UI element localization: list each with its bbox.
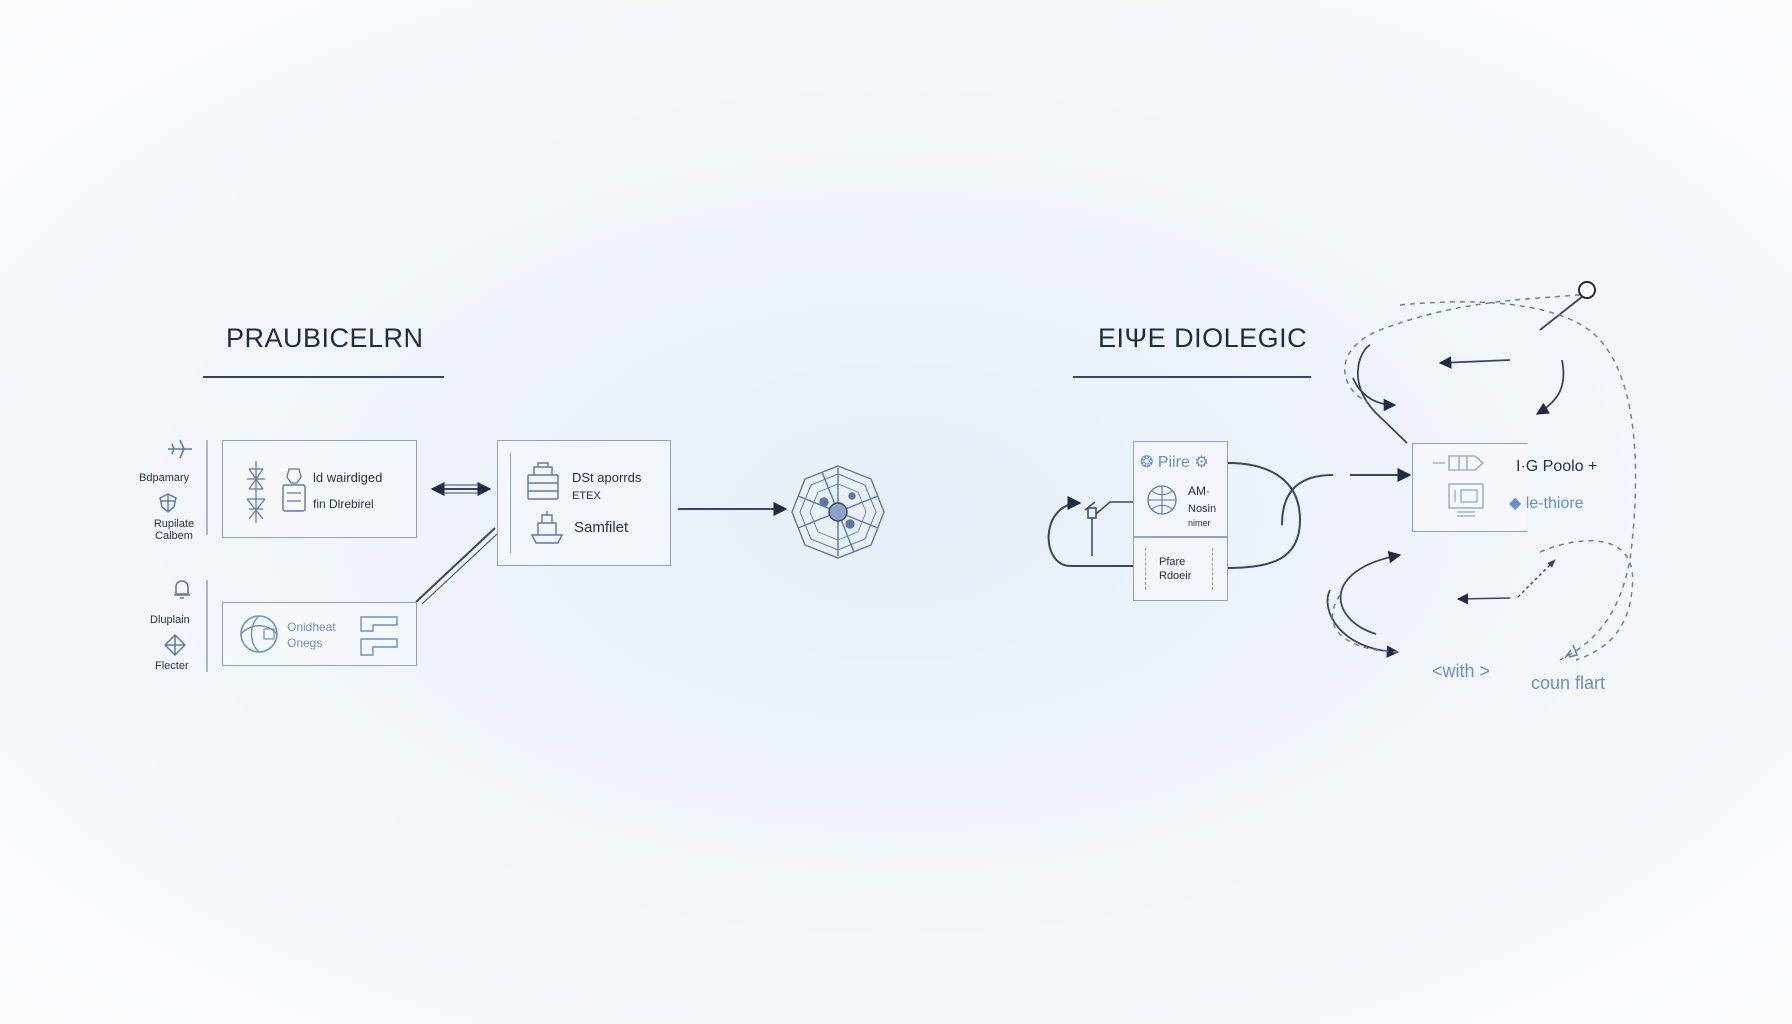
bottom-label-right: coun flart (1531, 673, 1606, 693)
stack-icon (527, 462, 559, 500)
bell-icon (174, 580, 190, 599)
web-node-icon (791, 465, 885, 559)
left-panel-title: PRAUBICELRN (226, 323, 424, 353)
terminal-icon (1448, 483, 1484, 517)
server-icon (360, 616, 398, 656)
plane-icon (168, 439, 192, 459)
satellite-icon (1433, 455, 1484, 471)
dashed-loops (1331, 293, 1637, 661)
output-box (1412, 443, 1527, 532)
box-c-line2: ETEX (572, 490, 601, 502)
box-a-line1: ld wairdiged (313, 470, 383, 485)
loop-end-circle (1578, 281, 1596, 299)
left-connectors (206, 440, 788, 672)
stack-top-label3: Nosin (1188, 503, 1217, 515)
output-line1: I·G Poolo + (1516, 458, 1598, 475)
globe-icon (240, 615, 278, 653)
right-panel-title: EIΨE DIOLEGIC (1098, 323, 1308, 353)
diagonal-connector (415, 527, 496, 603)
left-loop (1047, 496, 1134, 567)
node-box-b: Onidheat Onegs (222, 602, 417, 666)
diamond-icon (164, 634, 186, 656)
stack-top-label1: ❂ Piire ⚙ (1140, 454, 1209, 471)
stack-bottom-line1: Pfare (1159, 556, 1186, 568)
node-box-c: DSt aporrds ETEX Samfilet (497, 440, 671, 566)
stack-top-label4: nimer (1188, 518, 1211, 528)
output-line2-text: le-thiore (1525, 495, 1584, 512)
box-b-line2: Onegs (287, 636, 323, 650)
hand-icon (1564, 644, 1579, 659)
box-c-line1: DSt aporrds (572, 470, 642, 485)
stack-bracket (1227, 462, 1302, 569)
box-a-line2: fin Dlrebirel (313, 497, 374, 511)
loop-bottom (1339, 550, 1402, 635)
pillar-icon (282, 468, 306, 512)
ship-icon (530, 511, 564, 544)
left-title-rule (203, 376, 444, 378)
drop-icon: ◆ (1509, 495, 1522, 512)
box-c-divider (510, 453, 511, 553)
side-label-bottom-a: Dluplain (150, 614, 190, 626)
tower-icon (246, 461, 266, 523)
node-box-a: ld wairdiged fin Dlrebirel (222, 440, 417, 538)
box-b-line1: Onidheat (287, 620, 336, 634)
stack-bottom-line2: Rdoeir (1159, 570, 1192, 582)
globe-icon-small (1147, 485, 1177, 515)
stack-bottom-tick-right (1212, 548, 1214, 590)
leaf-icon: ❂ (1140, 454, 1154, 471)
bottom-label-left: <with > (1432, 661, 1491, 681)
right-connectors (1047, 295, 1584, 658)
stack-box-top: ❂ Piire ⚙ AM· Nosin nimer (1133, 441, 1228, 537)
stack-top-label2: AM· (1188, 484, 1210, 498)
loop-top (1357, 344, 1408, 444)
gear-icon: ⚙ (1194, 454, 1209, 471)
stack-bottom-tick-left (1145, 548, 1147, 590)
side-label-top-b: Rupilate Calbem (153, 518, 195, 542)
side-label-top-a: Bdpamary (139, 472, 190, 484)
output-line2: ◆ le-thiore (1509, 495, 1584, 512)
shield-icon (159, 493, 177, 513)
right-title-rule (1073, 376, 1311, 378)
box-c-line3: Samfilet (574, 519, 629, 536)
stack-top-label1-text: Piire (1157, 454, 1190, 471)
side-label-bottom-b: Flecter (155, 660, 189, 672)
stack-box-bottom: Pfare Rdoeir (1133, 537, 1228, 601)
